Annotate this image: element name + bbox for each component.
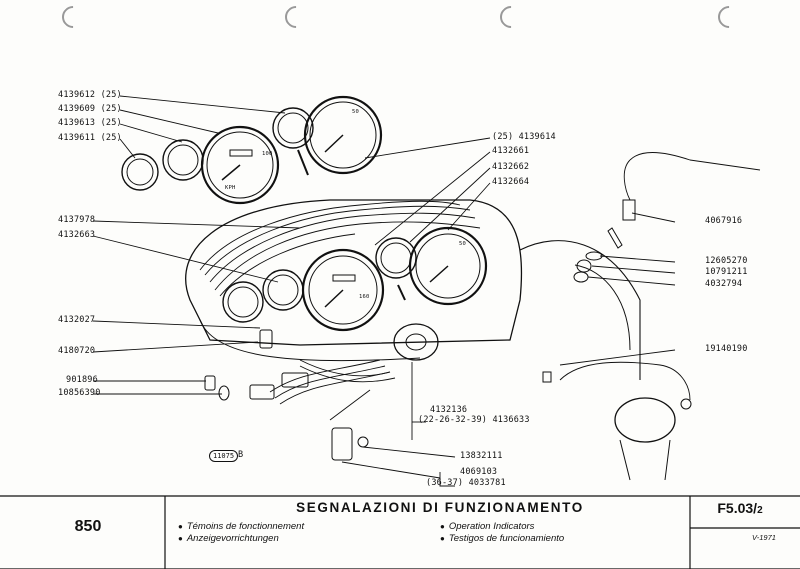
gauge-cluster-middle — [222, 226, 488, 332]
part-label: 4139613 (25) — [58, 118, 122, 128]
part-label: 4132663 — [58, 230, 96, 240]
reference-badge: 11075 — [209, 450, 239, 462]
column-inner-line — [574, 264, 631, 351]
part-label: 4132136 — [430, 405, 468, 415]
gauge-scale-label: 50 — [459, 241, 467, 247]
small-parts — [204, 199, 692, 481]
part-label: 4180720 — [58, 346, 96, 356]
part-label: 4132027 — [58, 315, 96, 325]
part-label: 901896 — [66, 375, 98, 385]
dashboard-lower-line — [199, 319, 421, 362]
part-label: 10791211 — [705, 267, 748, 277]
part-label: (36-37) 4033781 — [426, 478, 506, 488]
leader-lines — [92, 95, 676, 487]
part-label: 4069103 — [460, 467, 498, 477]
part-label: (25) 4139614 — [492, 132, 556, 142]
part-label: 4132662 — [492, 162, 530, 172]
translation-item: Operation Indicators — [440, 521, 535, 532]
part-label: 12605270 — [705, 256, 748, 266]
part-label: 4132661 — [492, 146, 530, 156]
part-label: 4137978 — [58, 215, 96, 225]
part-label: 4139611 (25) — [58, 133, 122, 143]
part-label: 13832111 — [460, 451, 503, 461]
gauge-scale-label: 160 — [359, 294, 370, 300]
dashboard-outline — [185, 199, 523, 346]
revision-date: V-1971 — [752, 533, 776, 542]
gauge-unit-label: KPH — [225, 185, 236, 191]
gauge-cluster-top — [121, 95, 383, 205]
wiring-harness — [199, 152, 761, 421]
part-label: 10856390 — [58, 388, 101, 398]
gauge-scale-label: 100 — [262, 151, 273, 157]
part-label: 4132664 — [492, 177, 530, 187]
reference-badge-suffix: B — [238, 450, 244, 460]
part-label: 4067916 — [705, 216, 743, 226]
gauge-scale-label: 50 — [352, 109, 360, 115]
steering-column-outline — [519, 240, 641, 380]
page-title: SEGNALAZIONI DI FUNZIONAMENTO — [296, 500, 584, 515]
model-number: 850 — [74, 518, 102, 535]
translation-item: Témoins de fonctionnement — [178, 521, 304, 532]
part-label: 4139612 (25) — [58, 90, 122, 100]
part-label: 4139609 (25) — [58, 104, 122, 114]
part-label: 4032794 — [705, 279, 743, 289]
part-label: 19140190 — [705, 344, 748, 354]
footer-frame — [0, 495, 800, 569]
part-label: (22-26-32-39) 4136633 — [418, 415, 530, 425]
sheet-number: F5.03/2 — [717, 500, 763, 516]
translation-item: Anzeigevorrichtungen — [178, 533, 279, 544]
translation-item: Testigos de funcionamiento — [440, 533, 564, 544]
